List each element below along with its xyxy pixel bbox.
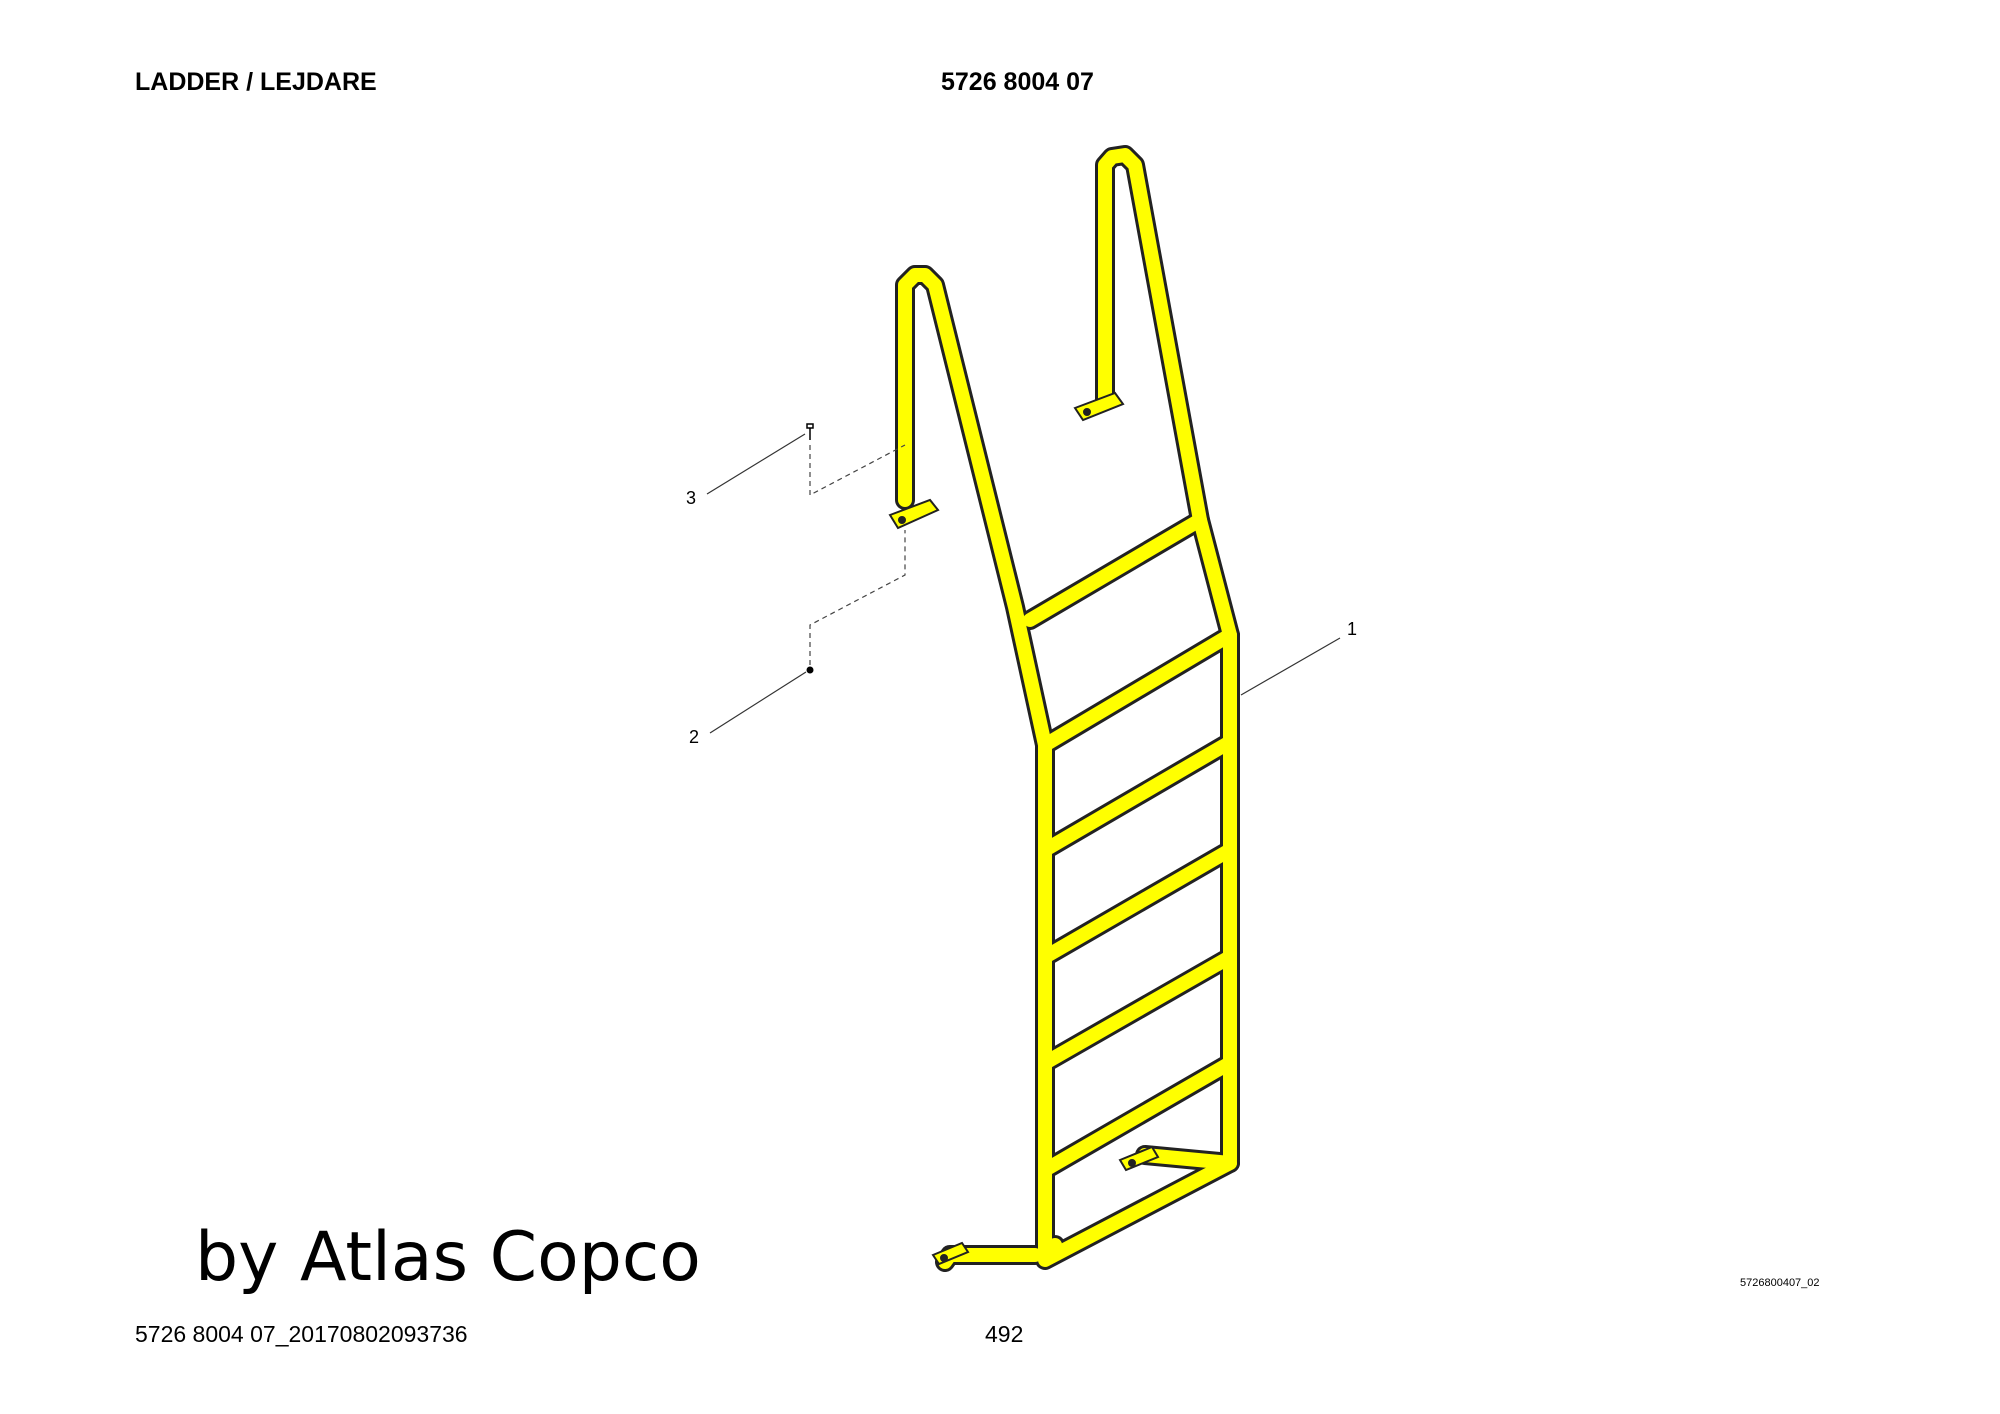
watermark: by Atlas Copco: [195, 1218, 701, 1297]
document-id: 5726 8004 07_20170802093736: [135, 1321, 468, 1347]
drawing-id: 5726800407_02: [1740, 1277, 1820, 1289]
page-number: 492: [985, 1321, 1024, 1347]
callout-2: 2: [689, 727, 700, 747]
callout-1: 1: [1347, 619, 1358, 639]
leader-lines: [706, 433, 1341, 734]
nut-icon: [806, 666, 814, 674]
mounting-brackets: [888, 391, 1160, 1266]
ladder-tube: [898, 148, 1237, 1269]
callout-3: 3: [686, 488, 697, 508]
assembly-dashed-lines: [809, 444, 906, 665]
page-title: LADDER / LEJDARE: [135, 68, 377, 96]
part-number: 5726 8004 07: [941, 68, 1094, 96]
bolt-icon: [806, 423, 814, 440]
